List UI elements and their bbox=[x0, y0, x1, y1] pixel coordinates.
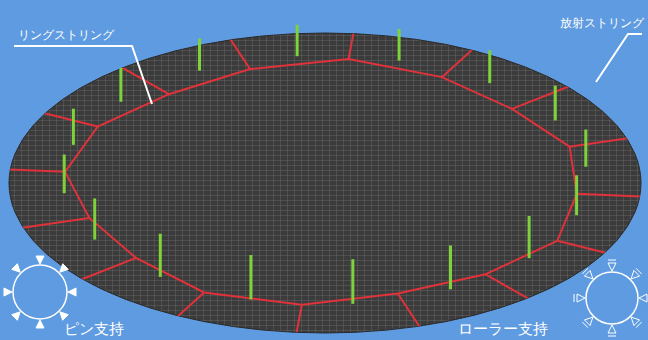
radial-string-label: 放射ストリング bbox=[560, 17, 644, 30]
strut bbox=[72, 109, 75, 145]
strut bbox=[249, 255, 252, 299]
roller-support-label: ローラー支持 bbox=[458, 321, 548, 338]
leader-line bbox=[14, 46, 152, 104]
ring-string-label: リングストリング bbox=[18, 29, 114, 42]
support-triangle bbox=[631, 317, 639, 325]
roller-line bbox=[608, 260, 616, 261]
radial-string bbox=[577, 194, 646, 197]
roller-line bbox=[636, 322, 642, 328]
strut bbox=[119, 68, 122, 102]
radial-string bbox=[557, 241, 610, 254]
radial-string bbox=[398, 294, 421, 329]
strut bbox=[584, 129, 587, 166]
radial-string bbox=[4, 169, 65, 172]
support-triangle bbox=[60, 312, 68, 320]
radial-string bbox=[40, 112, 98, 126]
membrane-mesh bbox=[9, 33, 641, 333]
radial-string bbox=[349, 31, 354, 59]
strut bbox=[159, 234, 162, 277]
roller-line bbox=[582, 268, 588, 274]
support-triangle bbox=[584, 270, 592, 278]
strut bbox=[351, 259, 354, 304]
radial-string bbox=[512, 85, 572, 109]
radial-string bbox=[175, 292, 204, 318]
support-triangle bbox=[68, 288, 76, 296]
strut bbox=[449, 245, 452, 289]
support-triangle bbox=[577, 294, 585, 302]
strut bbox=[198, 39, 201, 71]
radial-string bbox=[570, 137, 633, 146]
leader-line bbox=[596, 34, 642, 82]
radial-string bbox=[78, 258, 136, 281]
roller-line bbox=[636, 268, 642, 274]
support-circle bbox=[586, 272, 638, 324]
strut bbox=[63, 155, 66, 194]
roller-line bbox=[574, 294, 575, 302]
support-triangle bbox=[631, 270, 639, 278]
support-triangle bbox=[60, 264, 68, 272]
support-triangle bbox=[12, 264, 20, 272]
roller-line bbox=[582, 322, 588, 328]
pin-support-label: ピン支持 bbox=[64, 321, 124, 338]
strut bbox=[554, 86, 557, 121]
radial-string bbox=[296, 305, 302, 336]
strut bbox=[398, 29, 401, 61]
strut bbox=[296, 25, 299, 56]
radial-string bbox=[442, 47, 475, 77]
strut bbox=[93, 198, 96, 239]
support-triangle bbox=[608, 263, 616, 271]
support-triangle bbox=[12, 312, 20, 320]
strut bbox=[488, 50, 491, 83]
support-triangle bbox=[584, 317, 592, 325]
support-triangle bbox=[4, 288, 12, 296]
roller-line bbox=[608, 336, 616, 337]
strut bbox=[528, 216, 531, 258]
support-triangle bbox=[36, 320, 44, 328]
radial-string bbox=[229, 37, 250, 69]
radial-string bbox=[17, 218, 89, 229]
ring-string bbox=[65, 59, 577, 305]
strut bbox=[575, 175, 578, 215]
radial-string bbox=[485, 274, 531, 300]
support-triangle bbox=[639, 294, 647, 302]
support-triangle bbox=[608, 325, 616, 333]
support-triangle bbox=[36, 256, 44, 264]
support-circle bbox=[13, 265, 67, 319]
